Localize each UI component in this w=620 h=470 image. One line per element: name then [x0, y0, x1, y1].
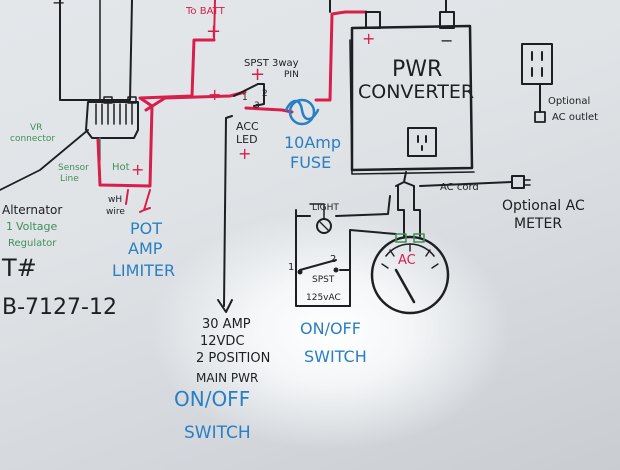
- main-switch-label: SWITCH: [184, 423, 251, 443]
- spst-rating-label: 125vAC: [306, 293, 341, 303]
- limiter-label: LIMITER: [112, 261, 175, 280]
- pwr-label: PWR: [392, 57, 442, 82]
- ac-gauge-label: AC: [398, 253, 416, 268]
- pin-2-label: 2: [262, 89, 268, 99]
- line-label: Line: [60, 174, 79, 184]
- labels: To BATT + SPST 3way PIN + + 1 2 3 ACC LE…: [1, 0, 598, 443]
- plus-sign: +: [206, 21, 221, 42]
- connector-label: connector: [10, 134, 55, 144]
- spst-label: SPST: [312, 275, 335, 285]
- spst-lever: [233, 83, 259, 97]
- amp-label: AMP: [128, 239, 163, 258]
- fuse-circle: [288, 98, 316, 126]
- fuse-amp-label: 10Amp: [284, 133, 341, 152]
- converter-outlet: [407, 127, 437, 157]
- main-onoff-label: ON/OFF: [174, 387, 250, 411]
- main-amp-label: 30 AMP: [202, 317, 251, 332]
- light-label: LIGHT: [312, 203, 339, 213]
- ac-meter-needle: [394, 268, 416, 304]
- alternator-red-wire: [96, 38, 216, 188]
- sensor-label: Sensor: [58, 163, 89, 173]
- small-switch-label: SWITCH: [304, 347, 367, 366]
- pot-label: POT: [130, 219, 162, 238]
- switch-to-fuse-wire: [244, 106, 294, 114]
- main-switch-wire: [223, 115, 233, 307]
- minus-sign: −: [440, 31, 453, 50]
- main-pwr-label: MAIN PWR: [196, 371, 258, 385]
- sw-1-label: 1: [288, 262, 294, 273]
- hot-label: Hot: [112, 162, 130, 173]
- connector-pins: [95, 96, 137, 125]
- lower-circuit-wires: [295, 195, 397, 307]
- ac-cord: [395, 171, 513, 187]
- pin-1-label: 1: [242, 93, 248, 103]
- regulator-label: Regulator: [8, 238, 57, 249]
- pin-3-label: 3: [254, 101, 260, 111]
- vr-label: VR: [30, 123, 42, 133]
- ac-cord-plug: [511, 175, 525, 189]
- pin-label: PIN: [284, 70, 299, 80]
- spst-3way-label: SPST 3way: [244, 58, 299, 69]
- plus-sign: +: [238, 144, 251, 163]
- wire-label: wire: [106, 207, 125, 217]
- converter-terminal-pos: [365, 11, 381, 29]
- acc-label: ACC: [236, 120, 259, 133]
- alternator-label: Alternator: [2, 203, 62, 217]
- led-label: LED: [236, 133, 258, 146]
- part-hash-label: T#: [1, 254, 37, 282]
- optional-ac-label: Optional AC: [502, 198, 585, 214]
- meter-label: METER: [514, 216, 562, 232]
- ac-meter: [370, 235, 450, 315]
- plus-sign: +: [362, 29, 375, 48]
- plus-sign: +: [208, 85, 221, 104]
- fuse-to-converter-wire: [314, 10, 368, 102]
- main-vdc-label: 12VDC: [200, 334, 245, 349]
- ac-cord-label: AC cord: [440, 182, 479, 193]
- sw-2-label: 2: [330, 254, 336, 265]
- plus-sign: +: [250, 64, 265, 85]
- small-spst-lever: [299, 259, 337, 271]
- to-batt-label: To BATT: [185, 6, 226, 17]
- plus-sign: +: [131, 160, 144, 179]
- wh-label: wH: [108, 195, 122, 205]
- outlet-plug: [534, 111, 546, 123]
- voltage-label: Voltage: [16, 220, 57, 233]
- main-position-label: 2 POSITION: [196, 351, 270, 366]
- small-onoff-label: ON/OFF: [300, 319, 361, 338]
- converter-label: CONVERTER: [358, 81, 474, 103]
- vr-connector-block: [85, 101, 139, 139]
- pot-limiter-arrow: [139, 189, 151, 213]
- minus-sign: −: [52, 0, 65, 12]
- optional-label: Optional: [548, 96, 590, 107]
- optional-ac-outlet: [521, 43, 553, 85]
- ac-outlet-label: AC outlet: [552, 112, 598, 123]
- alternator-outline: [59, 0, 133, 101]
- fuse-label: FUSE: [290, 153, 331, 172]
- part-number-label: B-7127-12: [2, 295, 117, 320]
- alternator-num: 1: [6, 220, 13, 233]
